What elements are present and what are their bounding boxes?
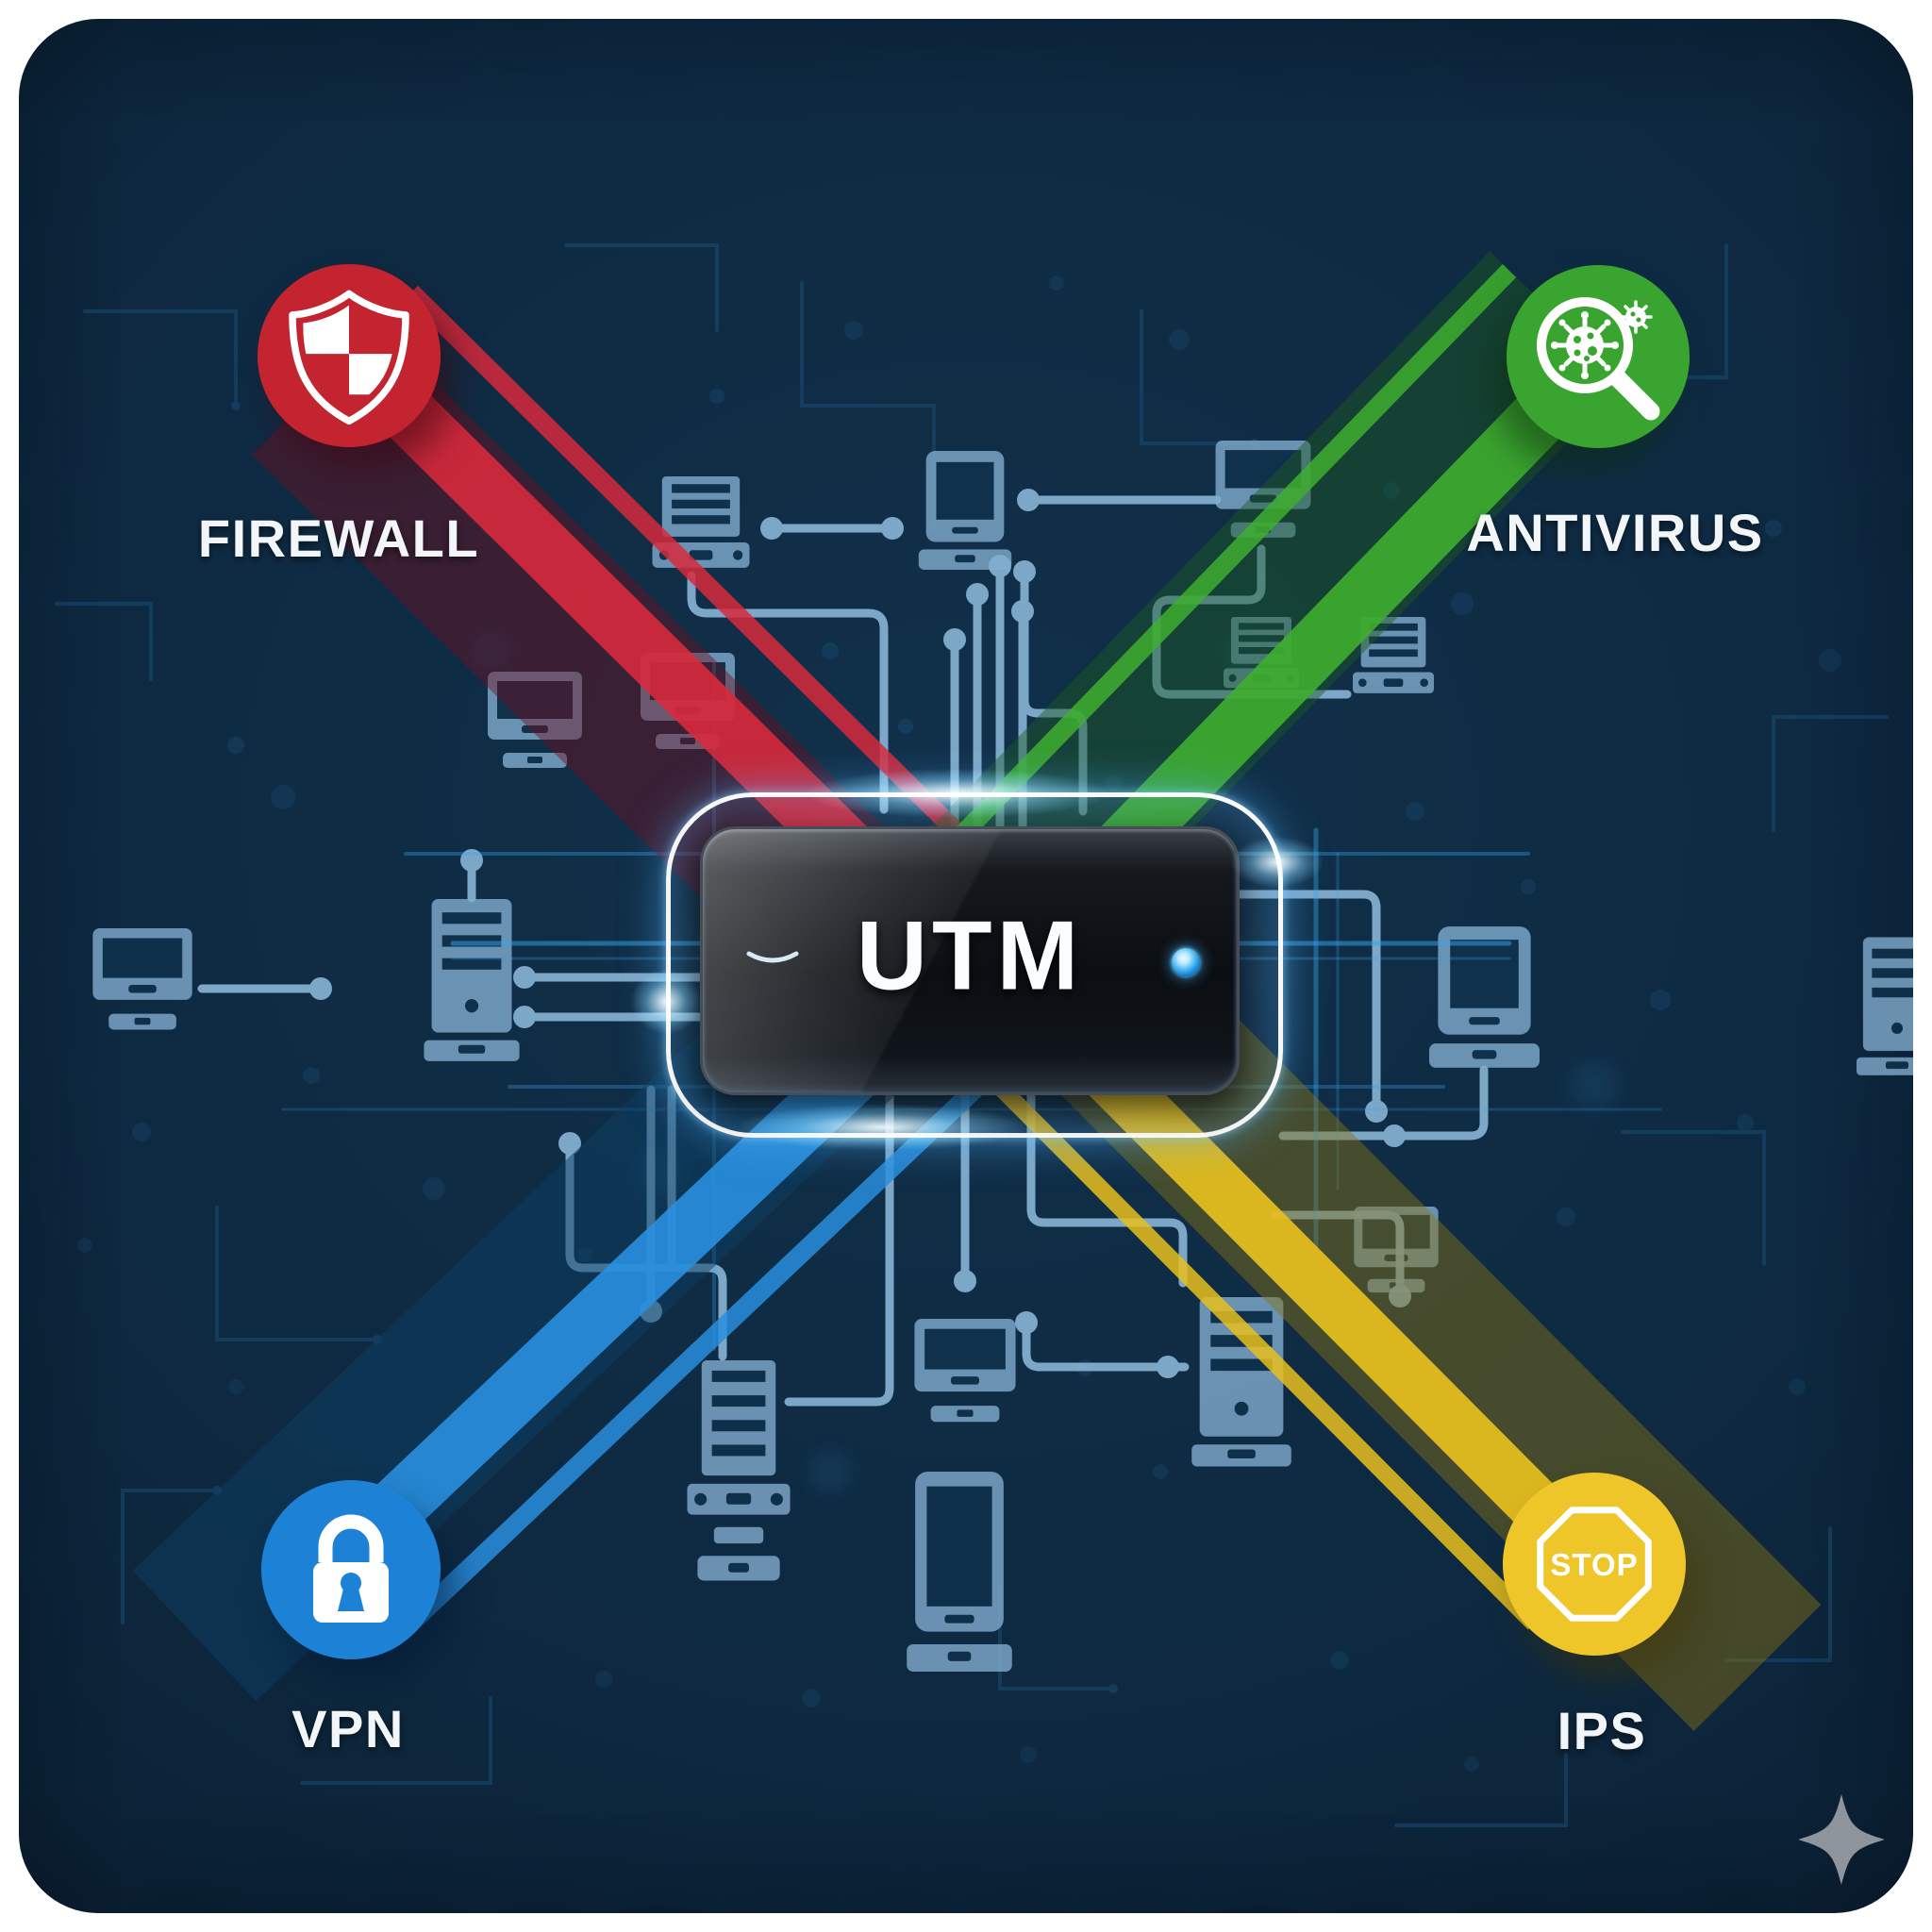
virus-scan-magnifier-icon [1537,297,1660,421]
utm-appliance: UTM [700,826,1240,1095]
firewall-node [258,264,441,447]
led-indicator [1172,948,1200,976]
power-dash-icon [746,951,799,963]
small-virus-glyph [1619,300,1653,334]
antivirus-node [1507,265,1690,448]
antivirus-label: ANTIVIRUS [1466,503,1764,562]
device-sheen [703,829,1237,1092]
firewall-label: FIREWALL [197,508,480,568]
virus-glyph [1551,311,1619,379]
shield-checker-icon [289,290,409,425]
ips-label: IPS [1557,1701,1647,1760]
stop-octagon-icon: STOP [1537,1507,1652,1622]
utm-device-label: UTM [856,901,1084,1011]
sparkle-icon [1798,1794,1885,1885]
padlock-icon [313,1514,389,1623]
ips-node: STOP [1503,1473,1686,1656]
vpn-label: VPN [291,1699,405,1758]
vpn-node [261,1480,441,1659]
stop-sign-text: STOP [1550,1547,1638,1582]
